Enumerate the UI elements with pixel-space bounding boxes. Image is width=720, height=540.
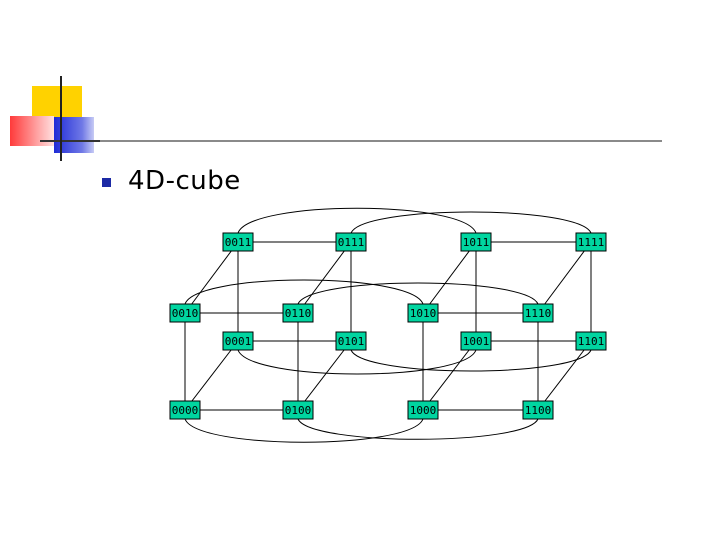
edge-0011-0010 [185, 242, 238, 313]
node-label: 0001 [225, 335, 252, 348]
node-0111: 0111 [336, 233, 366, 251]
arc-0100-1100 [298, 419, 538, 439]
edge-1001-1000 [423, 341, 476, 410]
edge-0111-0110 [298, 242, 351, 313]
node-0100: 0100 [283, 401, 313, 419]
node-label: 1100 [525, 404, 552, 417]
arc-0011-1011 [238, 208, 476, 233]
node-label: 1010 [410, 307, 437, 320]
node-label: 0011 [225, 236, 252, 249]
node-label: 1101 [578, 335, 605, 348]
edge-0101-0100 [298, 341, 351, 410]
node-1011: 1011 [461, 233, 491, 251]
node-label: 1011 [463, 236, 490, 249]
node-label: 1110 [525, 307, 552, 320]
edge-1101-1100 [538, 341, 591, 410]
arc-0110-1110 [298, 283, 538, 304]
node-1010: 1010 [408, 304, 438, 322]
node-label: 0101 [338, 335, 365, 348]
edge-1111-1110 [538, 242, 591, 313]
nodes-layer: 0011 0111 1011 1111 0010 0110 1010 1110 0001 0101… [170, 233, 606, 419]
node-1101: 1101 [576, 332, 606, 350]
edge-0001-0000 [185, 341, 238, 410]
node-1001: 1001 [461, 332, 491, 350]
node-label: 1001 [463, 335, 490, 348]
node-1100: 1100 [523, 401, 553, 419]
node-label: 1111 [578, 236, 605, 249]
node-0010: 0010 [170, 304, 200, 322]
node-label: 1000 [410, 404, 437, 417]
node-label: 0111 [338, 236, 365, 249]
node-0101: 0101 [336, 332, 366, 350]
node-1000: 1000 [408, 401, 438, 419]
node-label: 0100 [285, 404, 312, 417]
node-0011: 0011 [223, 233, 253, 251]
arc-0101-1101 [351, 350, 591, 371]
arc-0111-1111 [351, 212, 591, 233]
node-0000: 0000 [170, 401, 200, 419]
node-label: 0010 [172, 307, 199, 320]
edge-1011-1010 [423, 242, 476, 313]
node-1111: 1111 [576, 233, 606, 251]
node-label: 0000 [172, 404, 199, 417]
node-0110: 0110 [283, 304, 313, 322]
node-0001: 0001 [223, 332, 253, 350]
node-1110: 1110 [523, 304, 553, 322]
node-label: 0110 [285, 307, 312, 320]
